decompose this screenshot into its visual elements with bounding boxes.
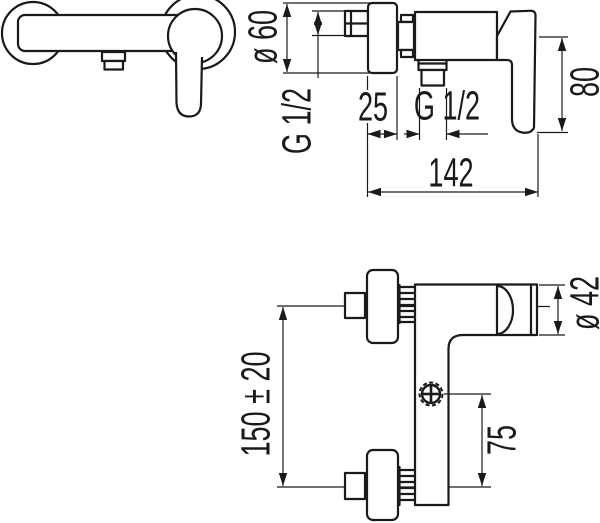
- top-escutcheon-bottom-view: [365, 268, 400, 345]
- dim-wall-thread: G 1/2: [275, 10, 346, 154]
- dim-outlet-thread: G 1/2: [404, 84, 488, 140]
- label-overall-depth: 142: [428, 151, 473, 196]
- top-inlet-threads: [398, 283, 417, 325]
- bottom-escutcheon-bottom-view: [365, 448, 400, 522]
- label-inlet-centre-distance: 150 ± 20: [234, 351, 279, 456]
- dim-inlet-centre-distance: 150 ± 20: [234, 307, 288, 486]
- top-inlet-nut: [343, 291, 367, 320]
- bottom-inlet-nut: [343, 471, 367, 501]
- handle-dome-profile: [495, 284, 515, 336]
- label-body-diameter: ø 42: [563, 276, 600, 330]
- label-wall-thread: G 1/2: [275, 88, 320, 154]
- bottom-inlet-threads: [398, 465, 417, 507]
- label-escutcheon-diameter: ø 60: [241, 10, 286, 64]
- handle-lever-side: [495, 9, 537, 134]
- dim-screw-offset: 75: [444, 393, 525, 488]
- front-view: [0, 0, 237, 118]
- label-outlet-thread: G 1/2: [414, 84, 480, 129]
- label-escutcheon-depth: 25: [358, 85, 388, 130]
- dim-body-diameter: ø 42: [539, 276, 600, 336]
- body-bottom-view: [413, 283, 539, 507]
- dim-escutcheon-diameter: ø 60: [241, 2, 370, 74]
- dim-overall-depth: 142: [368, 134, 539, 197]
- set-screw-icon: [418, 381, 444, 407]
- escutcheon-side: [366, 1, 399, 75]
- label-handle-height: 80: [563, 67, 600, 97]
- outlet-side: [417, 58, 448, 87]
- label-screw-offset: 75: [480, 425, 525, 455]
- hex-nut-side: [396, 13, 416, 59]
- side-view: [343, 1, 537, 134]
- dim-handle-height: 80: [537, 36, 600, 134]
- bottom-view: [277, 268, 550, 522]
- mixer-body-side: [413, 10, 499, 62]
- dim-escutcheon-depth: 25: [358, 76, 398, 197]
- outlet-front: [100, 50, 127, 71]
- handle-lever-front: [174, 51, 204, 118]
- wall-fitting-side: [343, 9, 370, 38]
